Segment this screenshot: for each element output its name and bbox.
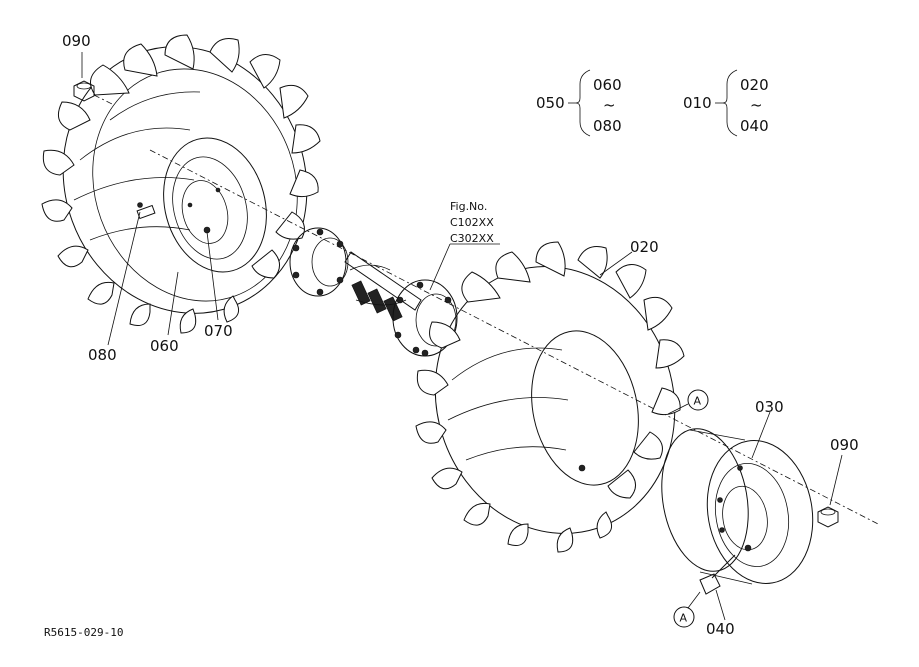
marker-a-upper: A: [667, 389, 709, 415]
nut-top-left: [73, 80, 113, 105]
hub-left: [289, 227, 349, 297]
drawing-id: R5615-029-10: [44, 626, 123, 639]
nut-right: [817, 506, 839, 528]
callout-070: 070: [204, 322, 233, 340]
hub-right: [392, 279, 458, 357]
svg-text:080: 080: [593, 117, 622, 135]
svg-text:050: 050: [536, 94, 565, 112]
svg-text:020: 020: [740, 76, 769, 94]
group-010: 010 020 ~ 040: [683, 69, 769, 137]
callout-020: 020: [630, 238, 659, 256]
svg-text:C102XX: C102XX: [450, 216, 494, 229]
svg-text:010: 010: [683, 94, 712, 112]
marker-a-lower: A: [673, 591, 701, 628]
leader-lines: [81, 52, 843, 621]
right-tire-treads: [415, 241, 685, 553]
right-tire: [415, 241, 685, 553]
left-valve: [136, 202, 156, 220]
group-050: 050 060 ~ 080: [536, 69, 622, 137]
right-rim: [661, 428, 814, 585]
left-tire-treads: [41, 34, 321, 334]
callout-080: 080: [88, 346, 117, 364]
callout-040: 040: [706, 620, 735, 638]
svg-text:~: ~: [750, 96, 763, 114]
figure-reference: Fig.No. C102XX C302XX: [450, 200, 494, 245]
svg-text:060: 060: [593, 76, 622, 94]
svg-text:C302XX: C302XX: [450, 232, 494, 245]
svg-text:A: A: [694, 395, 702, 408]
callout-090-right: 090: [830, 436, 859, 454]
left-tire: [41, 34, 321, 334]
callout-060: 060: [150, 337, 179, 355]
callout-030: 030: [755, 398, 784, 416]
svg-text:A: A: [680, 612, 688, 625]
svg-text:~: ~: [603, 96, 616, 114]
svg-text:Fig.No.: Fig.No.: [450, 200, 487, 213]
callout-090-top: 090: [62, 32, 91, 50]
left-rim: [163, 137, 267, 273]
valve-stem: [699, 554, 736, 595]
axle-shaft: [344, 251, 422, 322]
svg-text:040: 040: [740, 117, 769, 135]
